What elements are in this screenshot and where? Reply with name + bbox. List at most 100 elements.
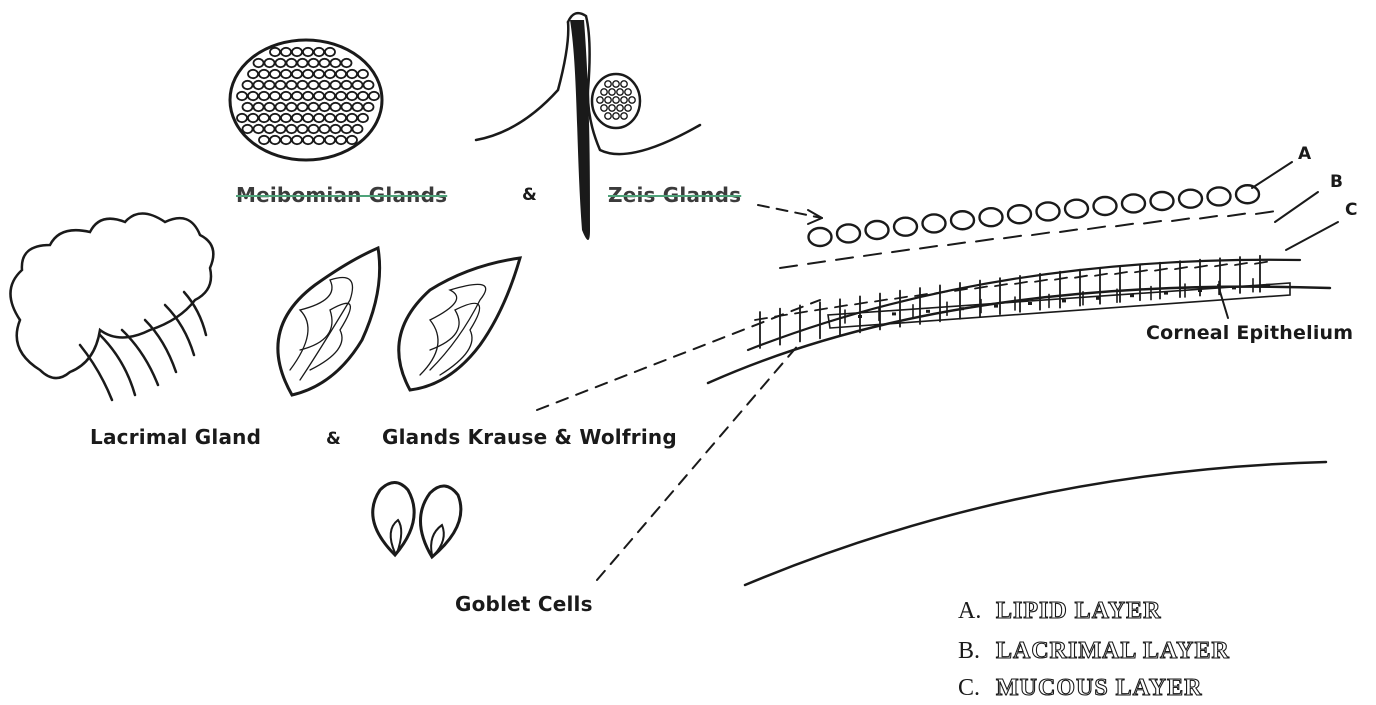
lipid-droplet [1122, 194, 1145, 212]
lacrimal-column-tick [1035, 280, 1047, 282]
goblet-cells-label: Goblet Cells [455, 592, 593, 616]
epithelium-nucleus [1232, 286, 1236, 289]
lipid-droplet [980, 208, 1003, 226]
lipid-droplet [809, 228, 832, 246]
gland-cell [625, 89, 631, 95]
epithelium-nucleus [926, 310, 930, 313]
gland-cell [270, 114, 280, 122]
aqueous-dash [1060, 230, 1077, 233]
gland-cell [292, 136, 302, 144]
meibomian-gland-drawing [230, 40, 382, 160]
legend-item-mucous: C.MUCOUS LAYER [958, 675, 1202, 702]
gland-cell [292, 114, 302, 122]
zeis-glands-label: Zeis Glands [608, 183, 741, 207]
gland-cell [347, 114, 357, 122]
gland-cell [331, 81, 341, 89]
lipid-droplet [1094, 197, 1117, 215]
gland-cell [353, 103, 363, 111]
gland-cell [270, 92, 280, 100]
gland-cell [314, 114, 324, 122]
gland-cell [314, 136, 324, 144]
lipid-droplet [1236, 185, 1259, 203]
gland-cell [358, 114, 368, 122]
krause-wolfring-label: Glands Krause & Wolfring [382, 425, 677, 449]
gland-cell [342, 125, 352, 133]
aqueous-dash [1032, 233, 1049, 236]
legend-letter: B. [958, 638, 996, 665]
gland-cell [320, 103, 330, 111]
legend-item-lacrimal: B.LACRIMAL LAYER [958, 638, 1230, 665]
gland-cell [309, 103, 319, 111]
gland-cell [336, 92, 346, 100]
gland-cell [303, 92, 313, 100]
gland-cell [276, 103, 286, 111]
gland-cell [237, 92, 247, 100]
gland-cell [287, 59, 297, 67]
gland-cell [621, 97, 627, 103]
gland-cell [303, 70, 313, 78]
gland-cell [248, 92, 258, 100]
gland-cell [243, 103, 253, 111]
gland-cell [276, 59, 286, 67]
lacrimal-column-tick [975, 286, 987, 288]
legend-letter: A. [958, 598, 996, 625]
lacrimal-column-tick [755, 318, 767, 320]
gland-cell [629, 97, 635, 103]
gland-cell [243, 125, 253, 133]
aqueous-dash [1172, 218, 1189, 221]
lipid-droplet [951, 211, 974, 229]
gland-cell [609, 105, 615, 111]
gland-cell [621, 113, 627, 119]
gland-cell [325, 92, 335, 100]
krause-wolfring-gland-drawings [278, 248, 520, 395]
gland-cell [265, 103, 275, 111]
lipid-droplet [1065, 200, 1088, 218]
ampersand-label: & [326, 429, 341, 449]
lacrimal-column-tick [855, 302, 867, 304]
gland-cell [625, 105, 631, 111]
gland-cell [613, 113, 619, 119]
meibomian-glands-label: Meibomian Glands [236, 183, 447, 207]
gland-cell [270, 70, 280, 78]
gland-cell [303, 114, 313, 122]
cornea-layers-drawing [708, 185, 1330, 585]
gland-cell [237, 114, 247, 122]
lacrimal-column-tick [795, 311, 807, 313]
gland-cell [613, 97, 619, 103]
marker-b-label: B [1330, 172, 1343, 192]
gland-cell [336, 136, 346, 144]
gland-cell [265, 81, 275, 89]
aqueous-dash [836, 257, 853, 260]
gland-cell [320, 81, 330, 89]
lipid-droplet [923, 214, 946, 232]
lipid-droplet [1208, 187, 1231, 205]
corneal-epithelium-label: Corneal Epithelium [1146, 322, 1353, 344]
lacrimal-column-tick [1055, 278, 1067, 280]
epithelium-nucleus [1062, 299, 1066, 302]
gland-cell [342, 81, 352, 89]
aqueous-dash [1200, 216, 1217, 219]
gland-cell [292, 70, 302, 78]
gland-cell [254, 103, 264, 111]
marker-c-label: C [1345, 200, 1358, 220]
gland-cell [281, 92, 291, 100]
gland-cell [309, 81, 319, 89]
gland-cell [248, 70, 258, 78]
gland-cell [613, 81, 619, 87]
gland-cell [292, 48, 302, 56]
gland-cell [347, 136, 357, 144]
lacrimal-column-tick [1135, 270, 1147, 272]
epithelium-nucleus [1164, 292, 1168, 295]
lacrimal-gland-label: Lacrimal Gland [90, 425, 261, 449]
gland-cell [265, 125, 275, 133]
aqueous-dash [1228, 214, 1245, 217]
epithelium-nucleus [1130, 294, 1134, 297]
gland-cell [621, 81, 627, 87]
aqueous-dash [780, 266, 797, 269]
gland-cell [303, 136, 313, 144]
gland-cell [259, 92, 269, 100]
legend-item-lipid: A.LIPID LAYER [958, 598, 1162, 625]
gland-cell [325, 48, 335, 56]
gland-cell [609, 89, 615, 95]
